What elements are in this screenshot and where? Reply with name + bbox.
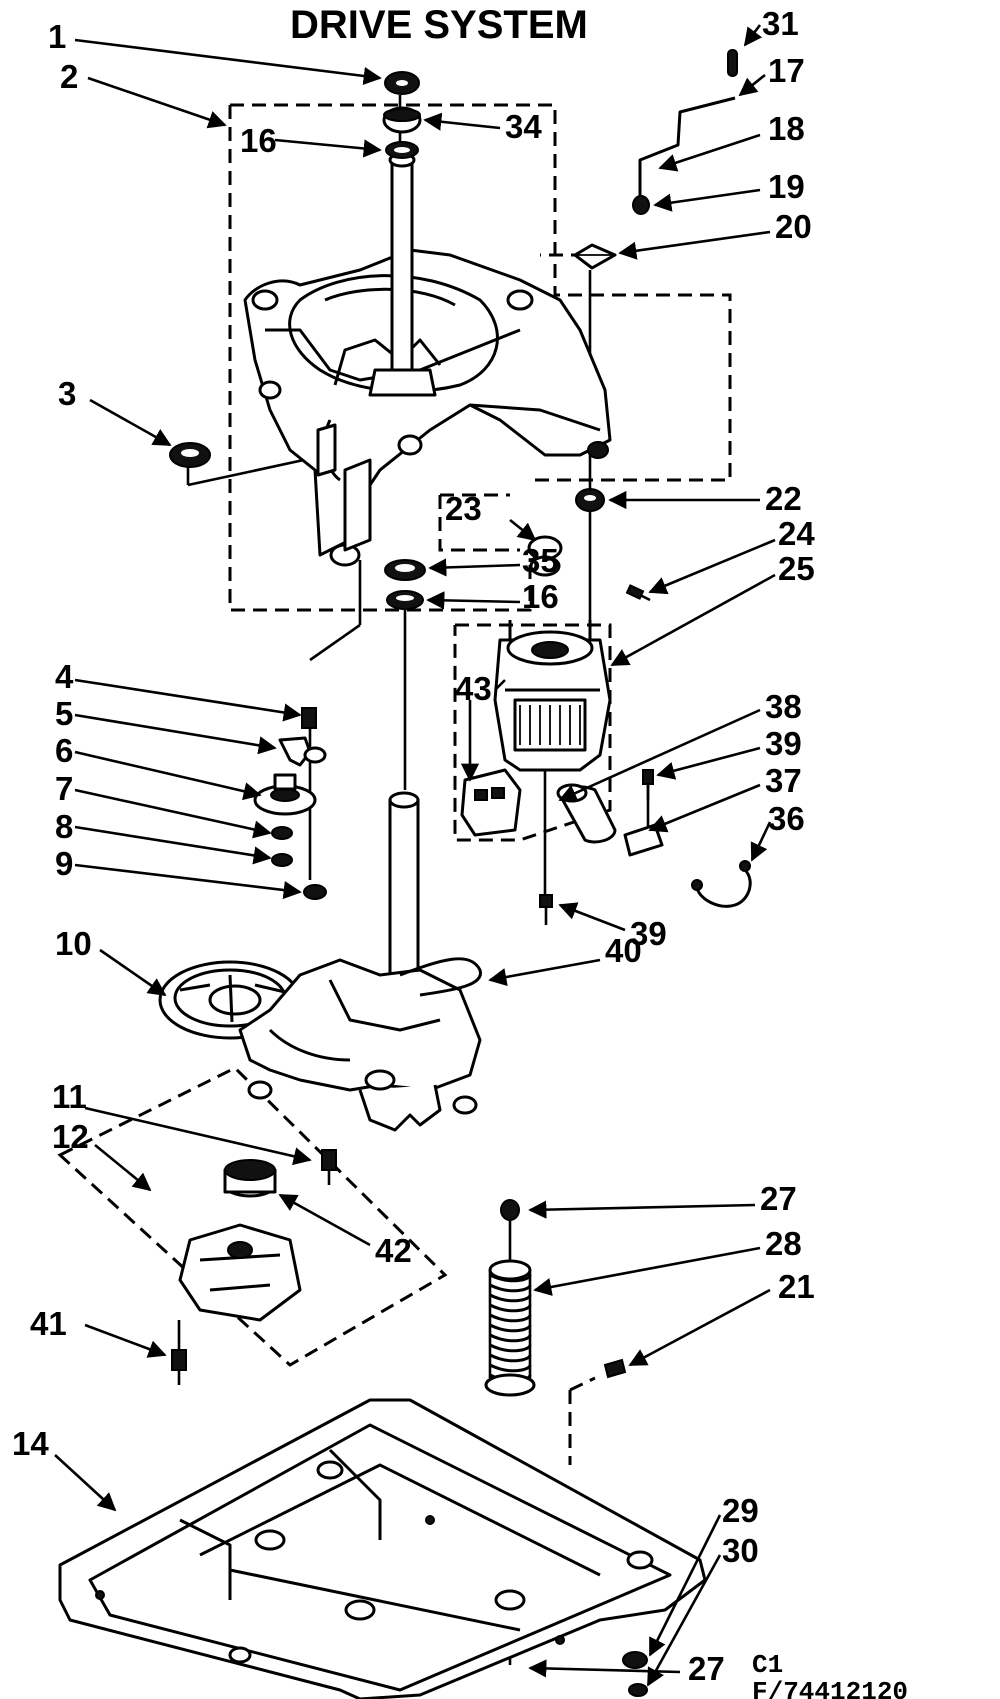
motor-assembly	[460, 620, 752, 925]
callout-label: 36	[768, 800, 805, 837]
callout-label: 27	[760, 1180, 797, 1217]
callout-label: 35	[522, 542, 559, 579]
callout-label: 20	[775, 208, 812, 245]
top-parts	[169, 49, 738, 610]
callout-label: 41	[30, 1305, 67, 1342]
callout-label: 16	[240, 122, 277, 159]
base-frame	[58, 1398, 707, 1699]
gearcase-assembly	[243, 152, 612, 567]
callout-label: 23	[445, 490, 482, 527]
callout-label: 38	[765, 688, 802, 725]
callout-label: 30	[722, 1532, 759, 1569]
callout-label: 16	[522, 578, 559, 615]
callout-label: 21	[778, 1268, 815, 1305]
callout-label: 39	[630, 915, 667, 952]
drawing-number: F/74412120	[752, 1677, 908, 1699]
callout-label: 24	[778, 515, 815, 552]
callout-label: 42	[375, 1232, 412, 1269]
callout-label: 9	[55, 845, 73, 882]
callout-label: 34	[505, 108, 542, 145]
switch-plate-assembly	[171, 1159, 302, 1385]
callout-label: 7	[55, 770, 73, 807]
callout-label: 18	[768, 110, 805, 147]
callout-label: 12	[52, 1118, 89, 1155]
callout-label: 43	[455, 670, 492, 707]
callout-label: 3	[58, 375, 76, 412]
callout-label: 2	[60, 58, 78, 95]
callout-label: 25	[778, 550, 815, 587]
revision-code: C1	[752, 1650, 783, 1680]
callout-labels: 1 2 3 4 5 6 7 8 9 10 11 12 14 16 16 17 1…	[12, 5, 815, 1687]
leader-arrows	[54, 24, 776, 1687]
callout-label: 5	[55, 695, 73, 732]
callout-label: 10	[55, 925, 92, 962]
callout-label: 14	[12, 1425, 49, 1462]
callout-label: 27	[688, 1650, 725, 1687]
callout-label: 37	[765, 762, 802, 799]
callout-label: 8	[55, 808, 73, 845]
diagram-title: DRIVE SYSTEM	[290, 3, 588, 47]
callout-label: 28	[765, 1225, 802, 1262]
transmission-assembly	[158, 791, 482, 1185]
callout-label: 11	[52, 1078, 87, 1115]
callout-label: 1	[48, 18, 66, 55]
callout-label: 4	[55, 658, 74, 695]
callout-label: 6	[55, 732, 73, 769]
callout-label: 40	[605, 932, 642, 969]
callout-label: 29	[722, 1492, 759, 1529]
callout-label: 31	[762, 5, 799, 42]
left-small-parts	[253, 707, 327, 900]
callout-label: 22	[765, 480, 802, 517]
callout-label: 39	[765, 725, 802, 762]
callout-label: 17	[768, 52, 805, 89]
callout-label: 19	[768, 168, 805, 205]
